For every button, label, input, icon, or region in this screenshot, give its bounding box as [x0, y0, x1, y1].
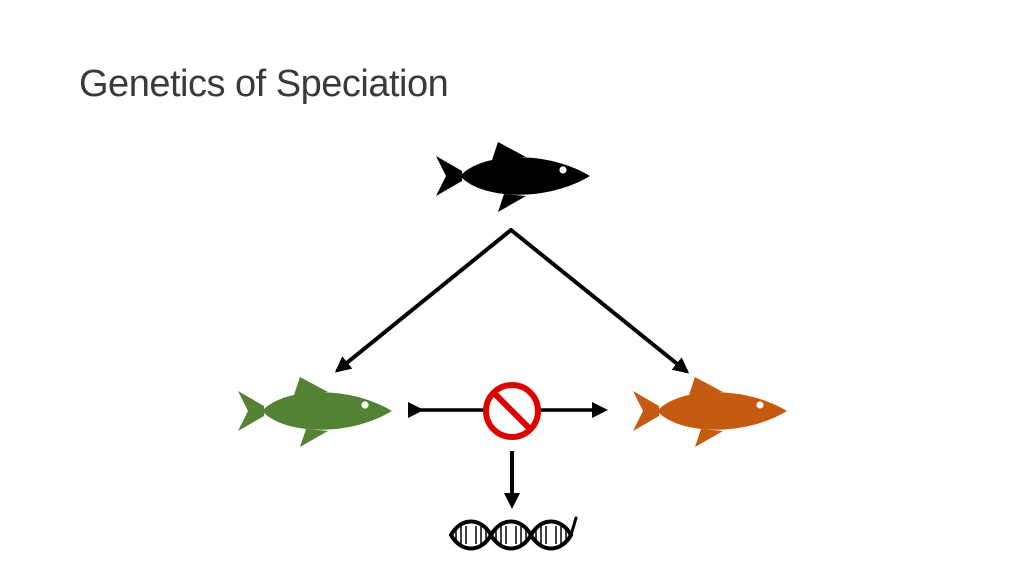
dna-rungs	[455, 525, 567, 545]
dna-double-helix-icon	[449, 516, 578, 551]
no-entry-slash	[491, 390, 533, 432]
fish-eye	[559, 166, 567, 174]
species-a-fish-icon	[238, 377, 392, 447]
divergence-arrows	[334, 228, 690, 374]
ancestor-fish-icon	[436, 142, 590, 212]
dna-strands	[449, 519, 573, 551]
fish-eye	[361, 401, 369, 409]
fish-body	[238, 377, 392, 447]
arrow-to-species-b	[509, 228, 690, 374]
species-b-fish-icon	[633, 377, 787, 447]
dna-end-strand	[569, 516, 578, 537]
fish-body	[633, 377, 787, 447]
fish-eye	[756, 401, 764, 409]
arrow-to-species-a	[334, 228, 513, 373]
slide-title: Genetics of Speciation	[79, 63, 449, 105]
no-entry-sign-icon	[483, 382, 541, 440]
fish-body	[436, 142, 590, 212]
